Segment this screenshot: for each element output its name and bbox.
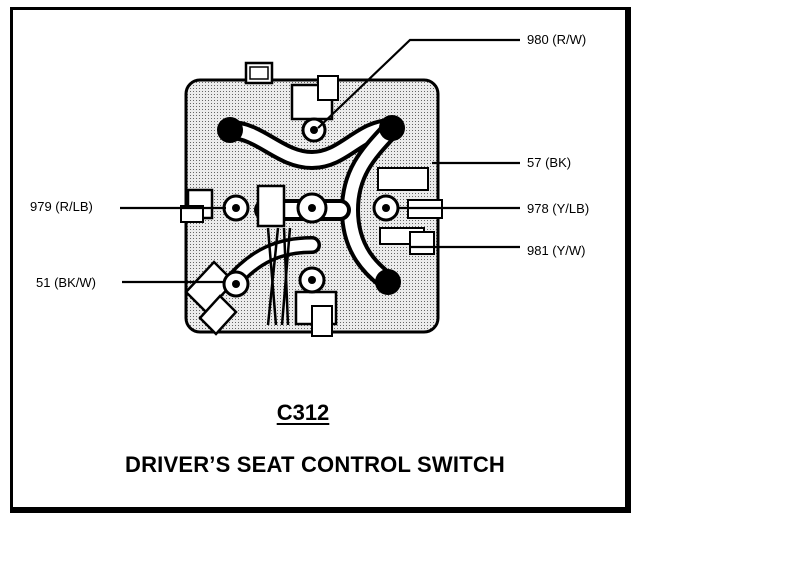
bus-traces xyxy=(220,118,402,294)
callout-981: 981 (Y/W) xyxy=(527,243,586,258)
callout-979: 979 (R/LB) xyxy=(30,199,93,214)
terminal-980 xyxy=(290,75,339,143)
terminal-bottom xyxy=(294,266,338,337)
terminal-51 xyxy=(184,260,250,336)
callout-51: 51 (BK/W) xyxy=(36,275,96,290)
diagram-caption: DRIVER’S SEAT CONTROL SWITCH xyxy=(124,452,506,477)
callout-980: 980 (R/W) xyxy=(527,32,587,47)
terminal-979 xyxy=(180,188,250,223)
connector-id: C312 xyxy=(276,400,330,425)
terminal-978 xyxy=(372,167,443,222)
cross-wires xyxy=(266,227,292,326)
terminal-57 xyxy=(256,184,328,228)
terminal-981 xyxy=(379,227,435,255)
mounting-holes xyxy=(217,115,405,295)
callout-57: 57 (BK) xyxy=(527,155,572,170)
leader-lines xyxy=(120,38,520,284)
callout-978: 978 (Y/LB) xyxy=(527,201,590,216)
